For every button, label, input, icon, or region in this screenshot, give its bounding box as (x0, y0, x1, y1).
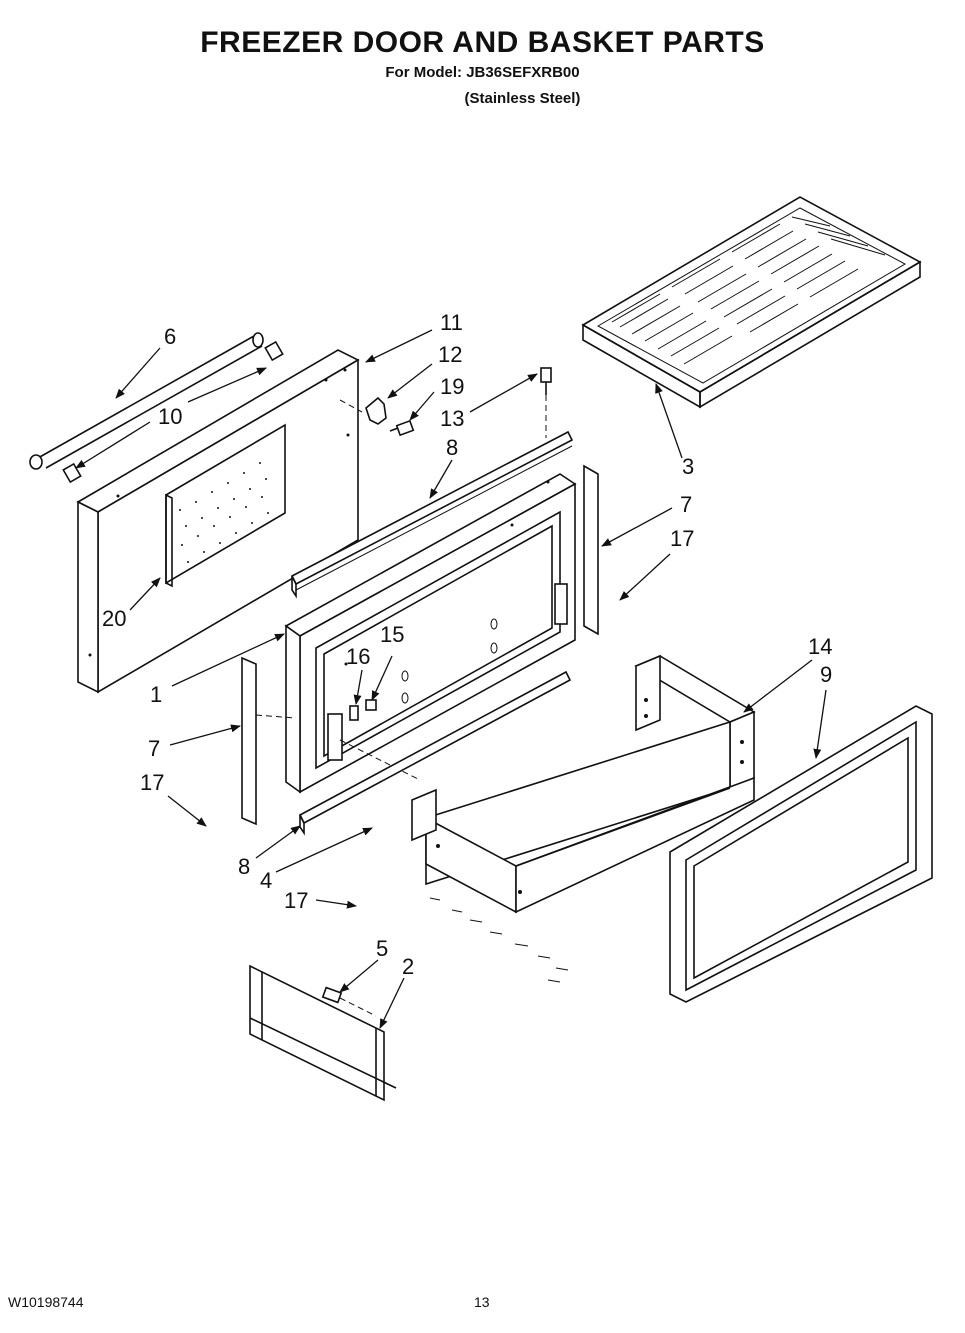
callout-17-right: 17 (670, 526, 694, 551)
callout-16: 16 (346, 644, 370, 669)
handle-bar-drawing (29, 332, 284, 484)
callout-15: 15 (380, 622, 404, 647)
callout-20: 20 (102, 606, 126, 631)
basket-shelf-drawing (581, 196, 922, 409)
callout-labels: 6 10 11 12 19 13 8 3 7 17 20 15 16 1 14 … (102, 310, 832, 979)
callout-10: 10 (158, 404, 182, 429)
model-line: For Model: JB36SEFXRB00 (385, 64, 580, 81)
hinge-bracket-drawing (339, 367, 552, 438)
callout-14: 14 (808, 634, 832, 659)
page-title: FREEZER DOOR AND BASKET PARTS (200, 26, 765, 59)
side-trim-drawing (241, 464, 599, 826)
callout-9: 9 (820, 662, 832, 687)
callout-7-right: 7 (680, 492, 692, 517)
callout-19: 19 (440, 374, 464, 399)
document-number: W10198744 (8, 1294, 84, 1310)
callout-8-lower: 8 (238, 854, 250, 879)
callout-17-bottom: 17 (284, 888, 308, 913)
callout-13: 13 (440, 406, 464, 431)
callout-4: 4 (260, 868, 272, 893)
upper-channel-drawing (290, 430, 574, 599)
outer-door-panel-drawing (76, 349, 360, 694)
lower-channel-drawing (298, 670, 572, 836)
leader-lines (75, 329, 827, 1029)
inner-door-liner-drawing (284, 473, 577, 794)
callout-8-upper: 8 (446, 435, 458, 460)
toe-grille-drawing (249, 964, 397, 1102)
callout-6: 6 (164, 324, 176, 349)
basket-drawing (411, 654, 756, 983)
callout-11: 11 (440, 310, 463, 335)
callout-3: 3 (682, 454, 694, 479)
gasket-drawing (669, 705, 933, 1003)
callout-7-left: 7 (148, 736, 160, 761)
callout-12: 12 (438, 342, 462, 367)
callout-2: 2 (402, 954, 414, 979)
page-number: 13 (474, 1294, 490, 1310)
callout-17-left: 17 (140, 770, 164, 795)
callout-5: 5 (376, 936, 388, 961)
callout-1: 1 (150, 682, 162, 707)
finish-line: (Stainless Steel) (464, 90, 581, 107)
